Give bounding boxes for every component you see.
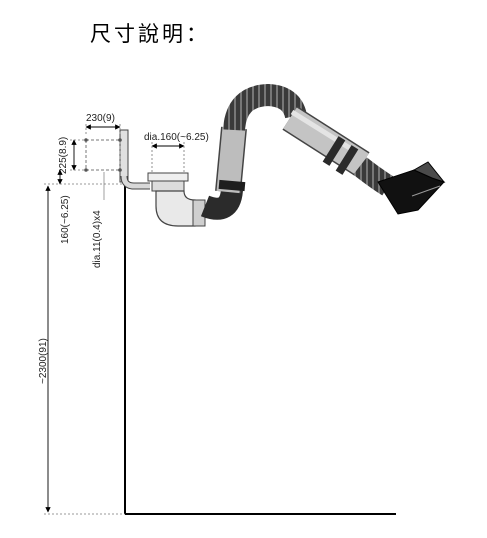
extraction-arm bbox=[147, 83, 446, 227]
dim-duct-diameter: dia.160(~6.25) bbox=[144, 132, 209, 172]
page-title: 尺寸說明： bbox=[90, 22, 210, 46]
bracket-height-label: 225(8.9) bbox=[58, 137, 69, 174]
mount-offset-label: 160(~6.25) bbox=[60, 195, 71, 244]
dim-reach-height: ~2300(91) bbox=[38, 185, 125, 515]
lower-hose bbox=[200, 188, 243, 220]
dim-mount-offset: 160(~6.25) bbox=[44, 169, 122, 244]
wall-bracket bbox=[84, 129, 150, 190]
reach-height-label: ~2300(91) bbox=[38, 338, 49, 384]
dim-bracket-height: 225(8.9) bbox=[58, 137, 86, 174]
duct-diameter-label: dia.160(~6.25) bbox=[144, 132, 209, 143]
bracket-hole-pattern bbox=[85, 139, 121, 171]
upper-hose bbox=[223, 83, 307, 132]
elbow-fitting bbox=[155, 190, 196, 227]
dim-bracket-width: 230(9) bbox=[85, 113, 121, 136]
bracket-width-label: 230(9) bbox=[86, 113, 115, 124]
bolt-holes-label: dia.11(0.4)x4 bbox=[92, 210, 103, 268]
bolt-hole-marks bbox=[84, 138, 122, 172]
